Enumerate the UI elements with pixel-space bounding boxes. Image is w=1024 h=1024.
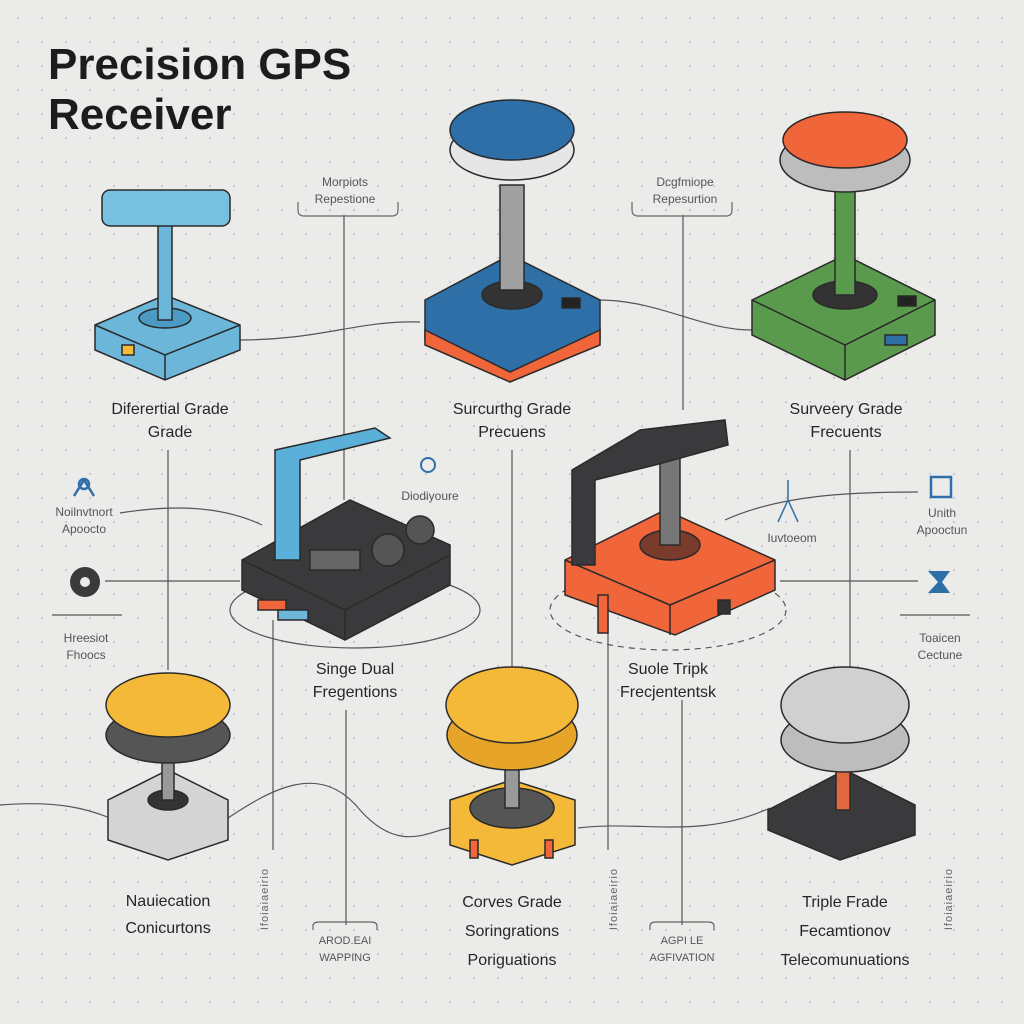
device-differential-grade [94,189,241,381]
device-triple-frade [767,666,916,861]
vertical-label-2: Ifoiaiaeirio [608,868,620,931]
device-surveery-grade [751,111,936,381]
antenna-tripod-icon [777,480,799,523]
gear-icon [70,567,100,597]
device-corves-grade [445,666,579,866]
arrow-icon [928,571,950,593]
vertical-label-3: Ifoiaiaeirio [943,868,955,931]
connector-lines [0,215,970,925]
device-suole-triple [564,419,776,636]
location-pin-icon [420,457,436,473]
frame-icon [929,475,953,499]
device-surcurthg-grade [424,99,601,383]
side-label-center: Diodiyoure [401,489,459,503]
side-label-right-mid: Iuvtoeom [767,531,817,545]
callout-brackets [297,202,733,930]
device-singe-dual [241,427,451,641]
device-nauiecation [105,672,231,861]
people-icon [72,477,96,497]
vertical-label-1: Ifoiaiaeirio [259,868,271,931]
